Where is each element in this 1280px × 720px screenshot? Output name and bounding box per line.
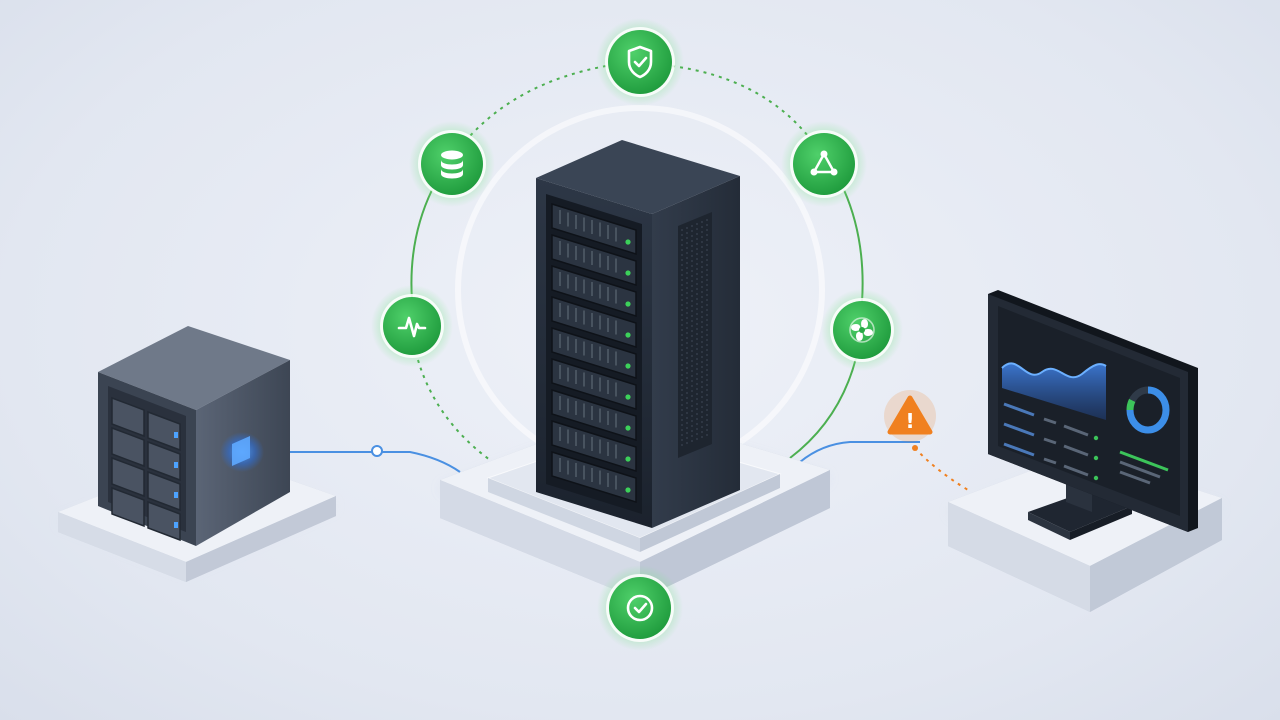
pulse-icon [397, 316, 427, 338]
monitor[interactable] [988, 290, 1198, 540]
warning-alert[interactable]: ! [884, 390, 936, 442]
vent-perforation [681, 219, 708, 446]
rack-led [625, 332, 631, 338]
alert-link [914, 447, 969, 491]
status-nodes [371, 18, 903, 651]
drive-bay [111, 426, 145, 468]
drive-led [174, 492, 178, 498]
monitor-base [1028, 490, 1132, 532]
drive-bay [111, 396, 145, 438]
rack-led [625, 456, 631, 462]
drive-bay [111, 456, 145, 498]
rack-unit [551, 450, 637, 504]
link-node[interactable] [371, 445, 383, 457]
rack-unit [551, 419, 637, 473]
drive-bays [111, 396, 181, 542]
rack-led [625, 363, 631, 369]
warning-glyph: ! [905, 409, 914, 433]
rack-led [625, 301, 631, 307]
rack-units [551, 202, 637, 504]
warning-triangle-icon [887, 395, 933, 435]
fan-icon [849, 317, 875, 343]
donut-arc-primary [1126, 386, 1170, 434]
drive-bay [147, 470, 181, 512]
rack-unit [551, 202, 637, 256]
cooling-fan-node[interactable] [821, 289, 903, 371]
drive-led [174, 522, 178, 528]
rack-unit [551, 264, 637, 318]
connections [290, 441, 969, 491]
rack-unit [551, 295, 637, 349]
drive-bay [147, 410, 181, 452]
rack-led [625, 239, 631, 245]
shield-check-icon [627, 45, 653, 79]
rack-led [625, 394, 631, 400]
rack-unit [551, 388, 637, 442]
rack-led [625, 425, 631, 431]
heartbeat-node[interactable] [371, 285, 453, 367]
drive-bay [111, 486, 145, 528]
screen-area-chart [1002, 363, 1106, 420]
drive-led [174, 432, 178, 438]
database-node[interactable] [409, 121, 495, 207]
donut-arc-secondary [1126, 398, 1136, 411]
drive-bay [147, 440, 181, 482]
check-circle-icon [626, 594, 654, 622]
security-shield-node[interactable] [596, 18, 684, 106]
rack-unit [551, 233, 637, 287]
rack-led [625, 487, 631, 493]
storage-cube[interactable] [98, 326, 290, 546]
drive-led [174, 462, 178, 468]
rack-led [625, 270, 631, 276]
network-triangle-icon [810, 150, 838, 176]
health-check-node[interactable] [597, 565, 683, 651]
network-topology-node[interactable] [781, 121, 867, 207]
monitor-link [799, 441, 920, 463]
rack-unit [551, 357, 637, 411]
server-rack[interactable] [536, 140, 740, 528]
database-icon [441, 150, 463, 179]
rack-unit [551, 326, 637, 380]
drive-bay [147, 500, 181, 542]
screen-donut-chart [1126, 386, 1170, 434]
screen-widgets [1003, 402, 1169, 485]
